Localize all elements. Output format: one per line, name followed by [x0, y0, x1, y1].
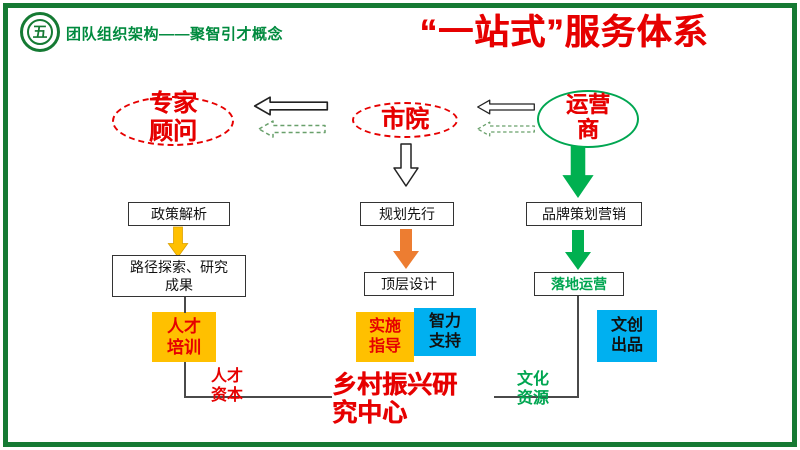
institute-ellipse	[352, 102, 458, 138]
arrow-operator-down-icon	[562, 146, 594, 198]
path-research-box: 路径探索、研究 成果	[112, 255, 246, 297]
landing-operation-box: 落地运营	[534, 272, 624, 296]
talent-capital-label: 人才 资本	[211, 368, 244, 405]
arrow-operator-to-institute-dashed-icon	[477, 121, 535, 137]
center-name: 乡村振兴研 究中心	[332, 371, 458, 427]
arrow-brand-down-icon	[565, 230, 591, 270]
line-training-down	[184, 362, 186, 398]
section-subtitle: 团队组织架构——聚智引才概念	[66, 26, 284, 43]
experts-label: 专家 顾问	[149, 90, 197, 145]
operator-ellipse	[537, 90, 639, 148]
line-operation-down	[577, 296, 579, 398]
line-talent-to-center	[184, 396, 332, 398]
implementation-guidance-box: 实施 指导	[356, 312, 414, 362]
institute-label: 市院	[381, 106, 429, 133]
brand-marketing-box: 品牌策划营销	[526, 202, 642, 226]
line-research-to-training	[184, 297, 186, 313]
arrow-operator-to-institute-icon	[477, 99, 535, 115]
cultural-products-box: 文创 出品	[597, 310, 657, 362]
intellectual-support-box: 智力 支持	[414, 308, 476, 356]
line-culture-to-center	[494, 396, 579, 398]
operator-label: 运营 商	[565, 92, 610, 143]
chapter-number: 五	[27, 19, 53, 45]
page-title: “一站式”服务体系	[419, 13, 709, 52]
planning-first-box: 规划先行	[360, 202, 454, 226]
experts-ellipse	[112, 96, 234, 146]
arrow-institute-to-experts-icon	[253, 96, 329, 116]
arrow-institute-down-icon	[393, 143, 419, 187]
arrow-policy-down-icon	[167, 226, 189, 258]
policy-analysis-box: 政策解析	[128, 202, 230, 226]
arrow-institute-to-experts-dashed-icon	[258, 120, 326, 138]
talent-training-box: 人才 培训	[152, 312, 216, 362]
chapter-badge-icon: 五	[20, 12, 60, 52]
arrow-planning-down-icon	[393, 229, 419, 269]
top-design-box: 顶层设计	[364, 272, 454, 296]
culture-resource-label: 文化 资源	[517, 371, 550, 408]
